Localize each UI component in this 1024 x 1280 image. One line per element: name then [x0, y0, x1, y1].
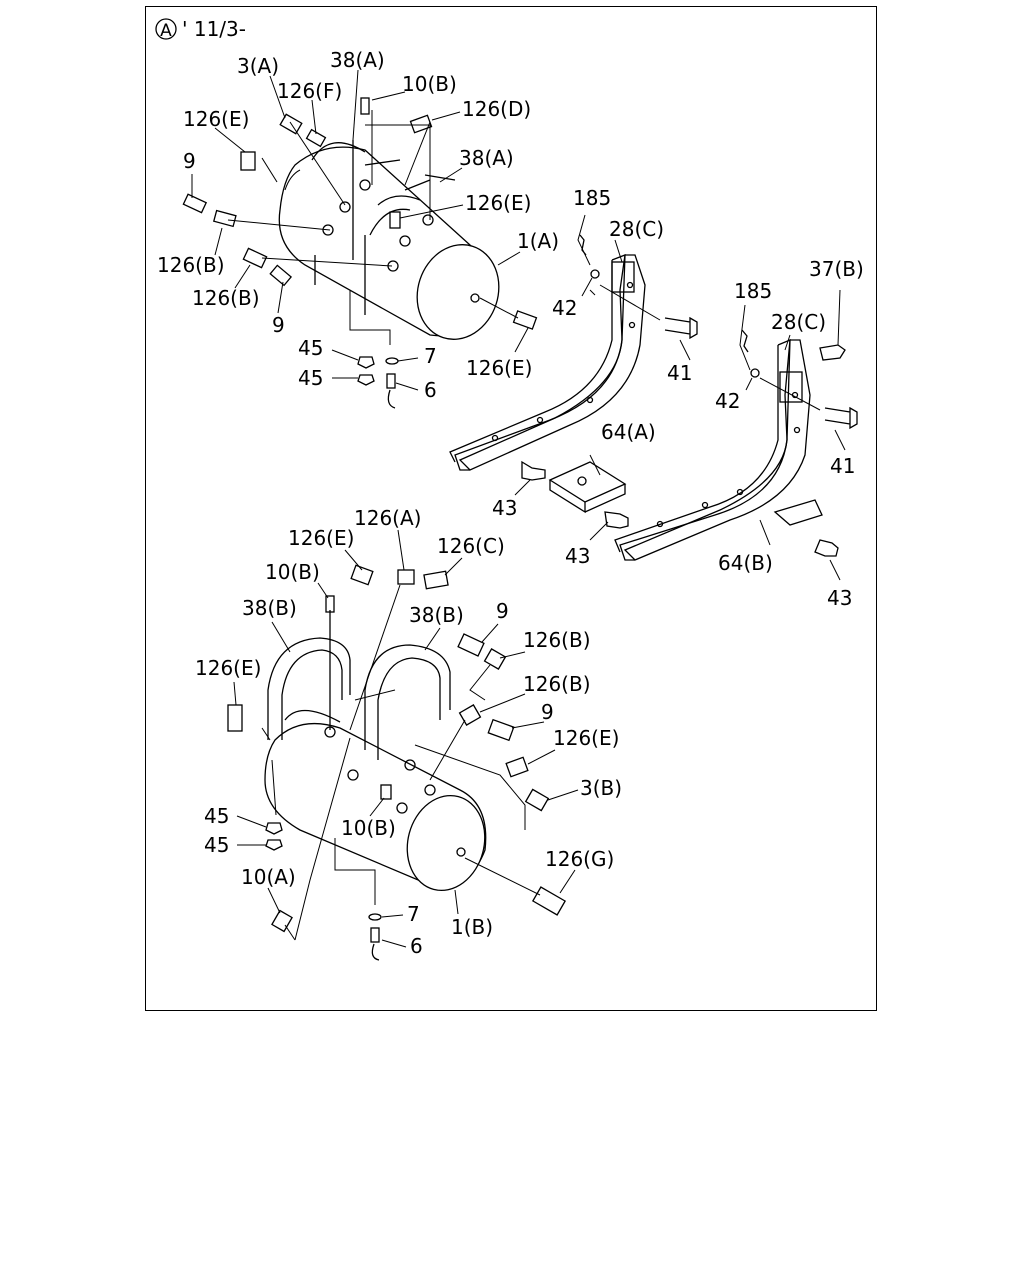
diagram-frame [145, 6, 877, 1011]
callout: 38(B) [242, 596, 297, 620]
leaders-1b [261, 584, 541, 941]
callout: 1(B) [451, 915, 493, 939]
callout: 37(B) [809, 257, 864, 281]
callout: 126(B) [157, 253, 225, 277]
bracket-28c-right [614, 339, 811, 561]
callout: 9 [183, 149, 196, 173]
callout: 42 [715, 389, 740, 413]
bracket-plates [548, 461, 823, 526]
callout-stubs-1a [191, 69, 529, 391]
callouts-brackets: 185 28(C) 42 41 185 37(B) 28(C) 42 41 64… [492, 186, 864, 610]
leaders-1a [227, 110, 519, 345]
callout: 10(B) [265, 560, 320, 584]
callout: 42 [552, 296, 577, 320]
callout: 7 [407, 902, 420, 926]
callout: 28(C) [609, 217, 664, 241]
callouts-1b: 126(A) 126(E) 126(C) 10(B) 38(B) 38(B) 9… [195, 506, 622, 958]
callout: 126(E) [465, 191, 531, 215]
callout: 126(E) [288, 526, 354, 550]
callout: 43 [827, 586, 852, 610]
callout: 10(B) [341, 816, 396, 840]
callout: 6 [424, 378, 437, 402]
callout: 10(A) [241, 865, 296, 889]
callout: 45 [204, 804, 229, 828]
callout: 45 [204, 833, 229, 857]
callout: 10(B) [402, 72, 457, 96]
callout: 126(G) [545, 847, 614, 871]
leaders-brackets [514, 214, 846, 581]
callout: 126(E) [466, 356, 532, 380]
callout: 126(C) [437, 534, 505, 558]
fittings-1a [182, 97, 538, 409]
air-tank-1b [264, 709, 487, 892]
callout: 126(B) [523, 672, 591, 696]
callout: 43 [492, 496, 517, 520]
bracket-28c-left [449, 254, 646, 471]
variant-date: ' 11/3- [182, 17, 246, 41]
air-tank-1a [278, 142, 500, 340]
variant-letter: A [160, 21, 172, 41]
fittings-1b [227, 564, 567, 961]
callout: 43 [565, 544, 590, 568]
callout: 126(A) [354, 506, 421, 530]
callout-stubs-brackets [581, 277, 753, 391]
callout: 185 [734, 279, 772, 303]
variant-circle [155, 18, 177, 40]
callout: 9 [496, 599, 509, 623]
callout: 41 [830, 454, 855, 478]
callout: 7 [424, 344, 437, 368]
callout: 64(B) [718, 551, 773, 575]
callout: 9 [541, 700, 554, 724]
callout: 45 [298, 336, 323, 360]
callout: 126(B) [523, 628, 591, 652]
callout: 41 [667, 361, 692, 385]
callout: 38(A) [330, 48, 385, 72]
callout: 38(A) [459, 146, 514, 170]
callout: 1(A) [517, 229, 559, 253]
callout: 3(A) [237, 54, 279, 78]
callout: 126(F) [277, 79, 342, 103]
callout: 126(E) [183, 107, 249, 131]
callout: 45 [298, 366, 323, 390]
callout-stubs-1b [233, 529, 579, 948]
callout: 126(B) [192, 286, 260, 310]
callout: 3(B) [580, 776, 622, 800]
callout: 9 [272, 313, 285, 337]
callout: 185 [573, 186, 611, 210]
callouts-1a: 3(A) 38(A) 10(B) 126(F) 126(D) 126(E) 38… [157, 48, 559, 402]
callout: 126(E) [195, 656, 261, 680]
callout: 6 [410, 934, 423, 958]
callout: 38(B) [409, 603, 464, 627]
callout: 126(E) [553, 726, 619, 750]
callout: 126(D) [462, 97, 531, 121]
callout: 28(C) [771, 310, 826, 334]
callout: 64(A) [601, 420, 656, 444]
